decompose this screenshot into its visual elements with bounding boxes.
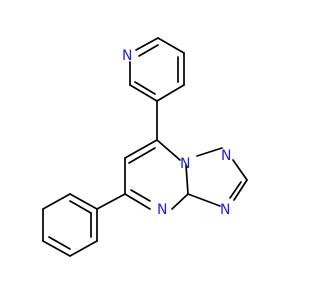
atom-triazole-top-n: N bbox=[221, 148, 231, 164]
atom-bridge-n: N bbox=[180, 156, 190, 172]
atom-pyrimidine-n: N bbox=[157, 202, 167, 218]
pyridine-ring bbox=[129, 37, 185, 102]
molecule-structure: N N N N N bbox=[42, 37, 248, 257]
phenyl-ring bbox=[42, 193, 98, 257]
atom-pyridine-n: N bbox=[122, 48, 132, 64]
atom-triazole-right-n: N bbox=[220, 202, 230, 218]
triazole-ring bbox=[187, 147, 248, 207]
bond-pyrimidine-phenyl bbox=[96, 193, 126, 210]
pyrimidine-ring bbox=[124, 139, 189, 210]
